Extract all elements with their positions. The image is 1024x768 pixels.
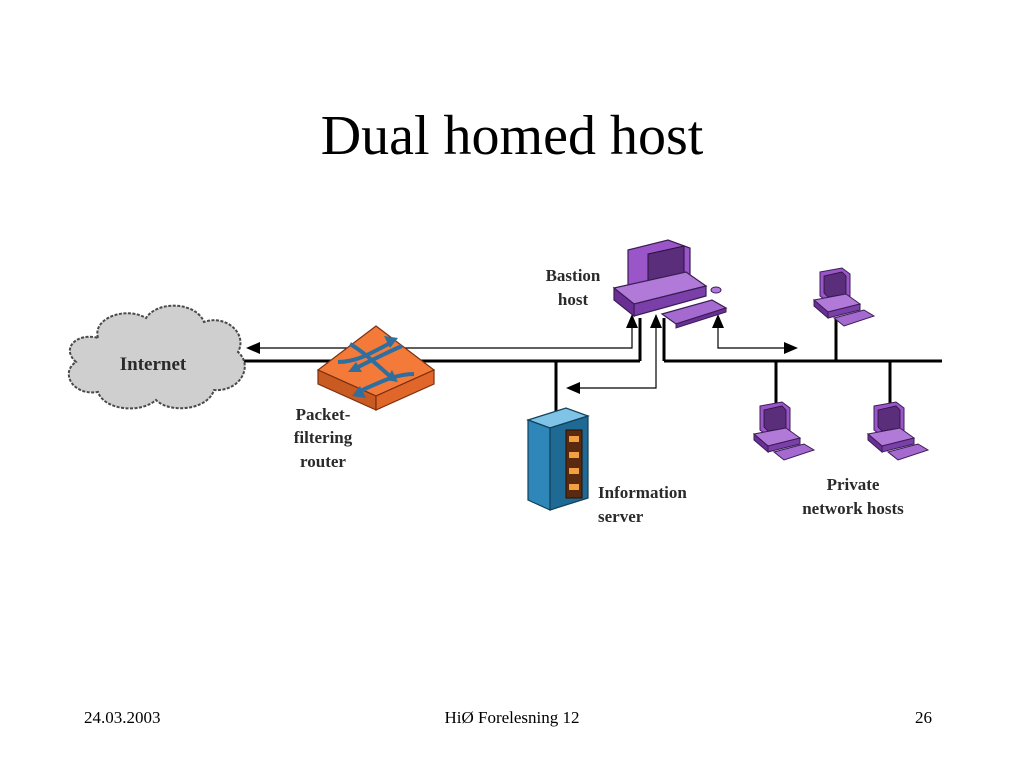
- router-label-line3: router: [300, 452, 346, 471]
- internet-cloud: [67, 304, 246, 410]
- slide-title: Dual homed host: [320, 105, 704, 167]
- info-server-label-line2: server: [598, 507, 644, 526]
- arrowhead-bastion-up-2: [650, 314, 662, 328]
- private-host-2-icon: [753, 401, 815, 461]
- footer-page-number: 26: [915, 708, 932, 727]
- flow-arrow-to-info: [578, 326, 657, 389]
- bastion-host-icon: [612, 239, 728, 329]
- footer-course: HiØ Forelesning 12: [444, 708, 580, 727]
- private-hosts-label-line2: network hosts: [802, 499, 904, 518]
- router-icon: [316, 325, 436, 411]
- bastion-label-line2: host: [558, 290, 589, 309]
- flow-arrow-to-internet: [258, 326, 633, 349]
- arrowhead-internet: [246, 342, 260, 354]
- private-host-3-icon: [867, 401, 929, 461]
- internet-label: Internet: [120, 354, 187, 375]
- arrowhead-info: [566, 382, 580, 394]
- router-label-line2: filtering: [294, 428, 353, 447]
- flow-arrow-to-private: [717, 326, 786, 349]
- information-server-icon: [526, 407, 590, 511]
- footer-date: 24.03.2003: [84, 708, 161, 727]
- bastion-label-line1: Bastion: [546, 266, 601, 285]
- private-host-1-icon: [813, 267, 875, 327]
- arrowhead-bastion-up: [626, 314, 638, 328]
- info-server-label-line1: Information: [598, 483, 687, 502]
- private-hosts-label-line1: Private: [827, 475, 880, 494]
- router-label-line1: Packet-: [296, 405, 351, 424]
- arrowhead-private: [784, 342, 798, 354]
- arrowhead-bastion-up-3: [712, 314, 724, 328]
